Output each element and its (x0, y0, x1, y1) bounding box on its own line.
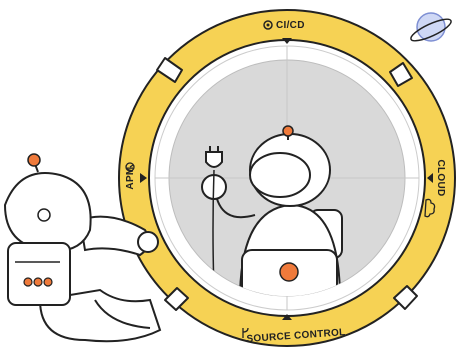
segment-right[interactable]: CLOUD (435, 159, 446, 196)
segment-label-cicd: CI/CD (276, 20, 305, 31)
cloud-icon (424, 198, 436, 218)
plug-icon (205, 146, 223, 291)
segment-label-apm: APM (125, 166, 136, 189)
segment-top[interactable]: CI/CD (263, 20, 305, 31)
segment-left[interactable]: APM (125, 166, 136, 189)
ring-gaps (156, 57, 418, 311)
astronaut-left (3, 153, 162, 343)
gear-icon (263, 20, 273, 30)
branch-icon (242, 327, 249, 338)
segment-label-cloud: CLOUD (435, 159, 446, 196)
planet-icon (410, 12, 452, 42)
gauge-icon (125, 162, 135, 172)
